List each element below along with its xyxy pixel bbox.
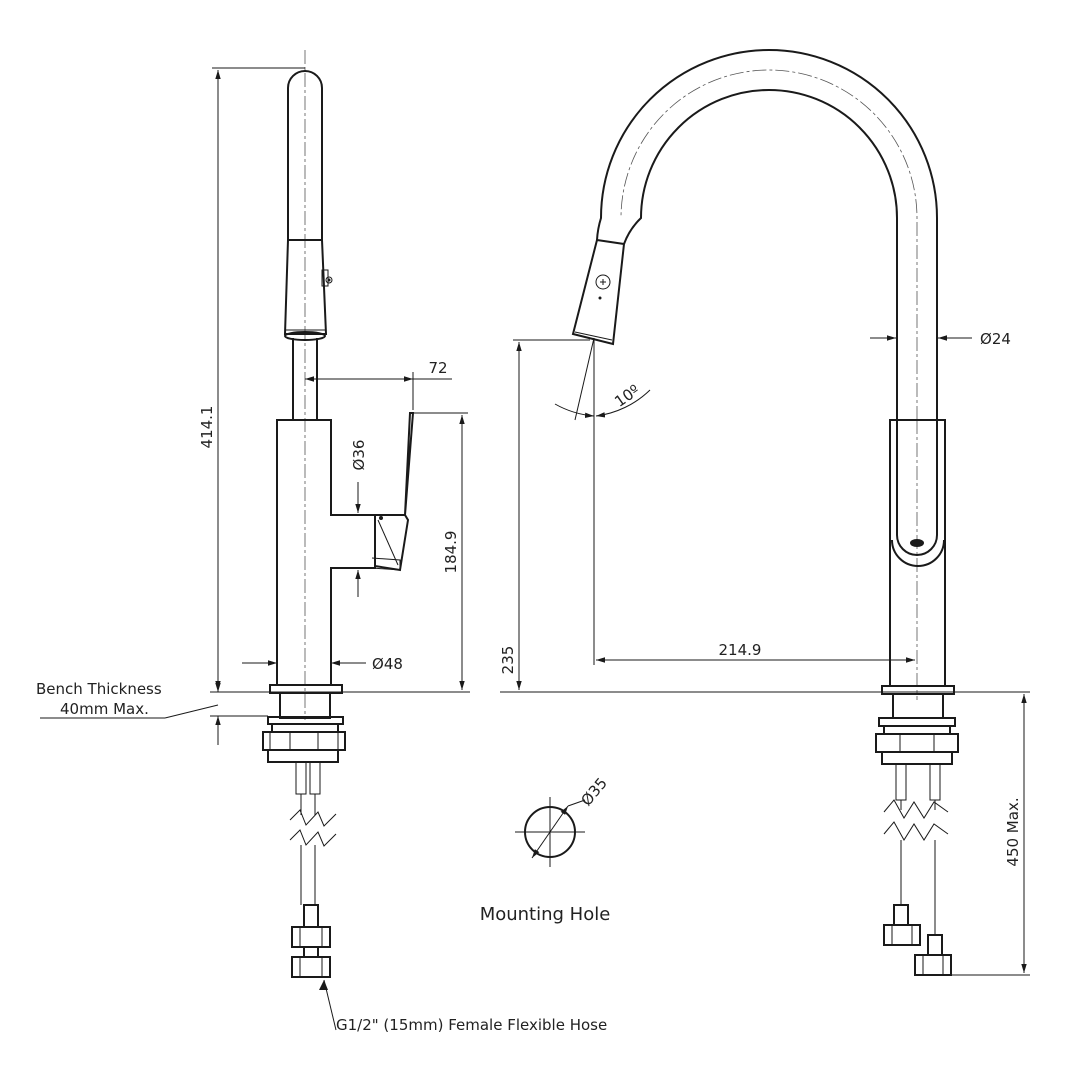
gooseneck-spout xyxy=(623,89,898,420)
mounting-hole: Ø35 Mounting Hole xyxy=(480,774,611,925)
dim-hose-length: 450 Max. xyxy=(1004,797,1022,866)
dim-overall-height: 414.1 xyxy=(198,406,216,449)
mounting-hole-label: Mounting Hole xyxy=(480,904,611,925)
dim-spout-reach: 214.9 xyxy=(719,641,762,659)
dim-lever-diameter: Ø36 xyxy=(350,440,368,471)
dim-body-height: 184.9 xyxy=(442,531,460,574)
front-view: 235 10º 214.9 Ø24 450 Max. xyxy=(499,49,1030,976)
side-view: 414.1 72 Ø36 184.9 Ø48 Bench Thickness 4… xyxy=(36,50,470,978)
dim-spray-angle: 10º xyxy=(611,381,643,411)
dim-body-diameter: Ø48 xyxy=(372,655,403,673)
lever-handle xyxy=(375,412,415,516)
dim-spout-diameter: Ø24 xyxy=(980,330,1011,348)
spout-tube xyxy=(287,70,323,240)
pullout-spray-head xyxy=(571,238,626,346)
dim-spout-height: 235 xyxy=(499,646,517,675)
spray-head xyxy=(283,239,328,335)
bench-thickness-label: Bench Thickness xyxy=(36,680,162,698)
hose-label: G1/2" (15mm) Female Flexible Hose xyxy=(336,1016,607,1034)
bench-thickness-max: 40mm Max. xyxy=(60,700,149,718)
dim-handle-reach: 72 xyxy=(428,359,447,377)
dim-hole-diameter: Ø35 xyxy=(577,774,611,809)
hose-callout: G1/2" (15mm) Female Flexible Hose xyxy=(319,979,607,1034)
